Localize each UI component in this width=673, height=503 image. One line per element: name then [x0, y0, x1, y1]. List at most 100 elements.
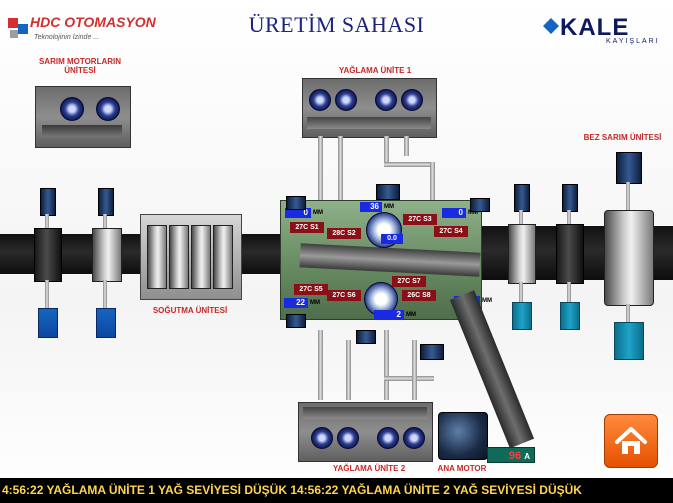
yaglama1-pump-4-icon [401, 89, 423, 111]
right-roller-1 [508, 224, 536, 284]
pos-bottom-left-value: 22 [284, 298, 308, 308]
oil-pipe-2 [338, 136, 343, 206]
bez-sarim-shaft-b [626, 304, 630, 324]
label-sarim-motorlari: SARIM MOTORLARIN ÜNİTESİ [38, 57, 122, 75]
yaglama-unit-2[interactable] [298, 402, 433, 462]
bez-sarim-tank [614, 322, 644, 360]
sarim-motor-unit[interactable] [35, 86, 131, 148]
temp-s3: 27C S3 [403, 214, 437, 225]
press-motor-top-icon[interactable] [376, 184, 400, 200]
yaglama2-pump-2-icon [337, 427, 359, 449]
yaglama1-manifold [307, 117, 431, 129]
sogutma-roller-1 [147, 225, 167, 289]
temp-s6: 27C S6 [327, 290, 361, 301]
pos-center-top-value: 36 [360, 202, 382, 212]
sogutma-roller-4 [213, 225, 233, 289]
press-motor-bottom-right-icon[interactable] [420, 344, 444, 360]
press-motor-bottom-icon[interactable] [356, 330, 376, 344]
kale-logo-subtext: KAYIŞLARI [606, 38, 660, 45]
ana-motor-current-value: 96 [508, 450, 522, 462]
oil-pipe-6 [404, 136, 409, 156]
pos-top-right-unit: MM [468, 210, 478, 216]
left-drive-motor-2-icon[interactable] [98, 188, 114, 216]
sarim-motor-1-icon [60, 97, 84, 121]
oil-pipe-10 [384, 376, 434, 381]
yaglama2-pump-4-icon [403, 427, 425, 449]
oil-pipe-9 [384, 330, 389, 400]
pos-center-top-unit: MM [384, 204, 394, 210]
home-button[interactable] [604, 414, 658, 468]
yaglama1-pump-3-icon [375, 89, 397, 111]
right-shaft-2 [567, 210, 571, 226]
right-drive-motor-1-icon[interactable] [514, 184, 530, 212]
left-drive-motor-1-icon[interactable] [40, 188, 56, 216]
temp-s2: 28C S2 [327, 228, 361, 239]
oil-pipe-4 [384, 162, 434, 167]
label-yaglama-1: YAĞLAMA ÜNİTE 1 [338, 66, 412, 75]
bez-sarim-roller [604, 210, 654, 306]
sogutma-unit[interactable] [140, 214, 242, 300]
press-motor-right-icon[interactable] [470, 198, 490, 212]
label-ana-motor: ANA MOTOR [437, 464, 487, 473]
press-motor-bottom-left-icon[interactable] [286, 314, 306, 328]
left-shaft-2b [103, 280, 107, 310]
right-roller-2 [556, 224, 584, 284]
sarim-gearbox [42, 125, 122, 137]
ana-motor-current-unit: A [524, 452, 530, 461]
press-motor-left-icon[interactable] [286, 196, 306, 210]
left-roller-1 [34, 228, 62, 282]
hdc-logo [6, 12, 156, 48]
oil-pipe-5 [430, 162, 435, 207]
temp-s4: 27C S4 [434, 226, 468, 237]
left-shaft-1b [45, 280, 49, 310]
ana-motor[interactable] [438, 412, 488, 460]
yaglama2-pump-3-icon [377, 427, 399, 449]
right-shaft-1b [519, 282, 523, 304]
alarm-ticker: 4:56:22 YAĞLAMA ÜNİTE 1 YAĞ SEVİYESİ DÜŞ… [0, 478, 673, 503]
oil-pipe-7 [318, 330, 323, 400]
bez-sarim-motor-icon[interactable] [616, 152, 642, 184]
temp-s7: 27C S7 [392, 276, 426, 287]
hdc-logo-mark-icon [8, 18, 28, 38]
label-yaglama-2: YAĞLAMA ÜNİTE 2 [332, 464, 406, 473]
page-title: ÜRETİM SAHASI [248, 12, 425, 37]
sarim-motor-2-icon [96, 97, 120, 121]
temp-s5: 27C S5 [294, 284, 328, 295]
pos-top-left-value: 0 [285, 208, 311, 218]
alarm-ticker-text: 4:56:22 YAĞLAMA ÜNİTE 1 YAĞ SEVİYESİ DÜŞ… [2, 483, 582, 497]
oil-pipe-11 [412, 340, 417, 400]
yaglama2-manifold [303, 407, 427, 419]
right-tank-1 [512, 302, 532, 330]
right-shaft-1 [519, 210, 523, 226]
pos-bottom-right-unit: MM [482, 298, 492, 304]
temp-s8: 26C S8 [402, 290, 436, 301]
pos-bottom-center-value: 2 [374, 310, 404, 320]
hdc-logo-tagline: Teknolojinin İzinde ... [34, 34, 100, 41]
home-icon [615, 427, 647, 454]
right-tank-2 [560, 302, 580, 330]
left-tank-1 [38, 308, 58, 338]
right-shaft-2b [567, 282, 571, 304]
yaglama-unit-1[interactable] [302, 78, 437, 138]
oil-pipe-3 [384, 136, 389, 166]
kale-logo-mark-icon [543, 18, 559, 34]
temp-s1: 27C S1 [290, 222, 324, 233]
yaglama2-pump-1-icon [311, 427, 333, 449]
yaglama1-pump-1-icon [309, 89, 331, 111]
pos-center-gauge-value: 0.0 [381, 234, 403, 244]
left-roller-2 [92, 228, 122, 282]
left-tank-2 [96, 308, 116, 338]
sogutma-roller-3 [191, 225, 211, 289]
right-drive-motor-2-icon[interactable] [562, 184, 578, 212]
pos-bottom-center-unit: MM [406, 312, 416, 318]
ana-motor-current: 96 A [487, 447, 535, 463]
pos-top-right-value: 0 [442, 208, 466, 218]
pos-top-left-unit: MM [313, 210, 323, 216]
kale-logo-text: KALE [560, 14, 630, 41]
pos-bottom-left-unit: MM [310, 300, 320, 306]
bez-sarim-shaft [626, 182, 630, 212]
oil-pipe-1 [318, 136, 323, 206]
left-shaft-2 [103, 214, 107, 230]
label-sogutma: SOĞUTMA ÜNİTESİ [152, 306, 228, 315]
